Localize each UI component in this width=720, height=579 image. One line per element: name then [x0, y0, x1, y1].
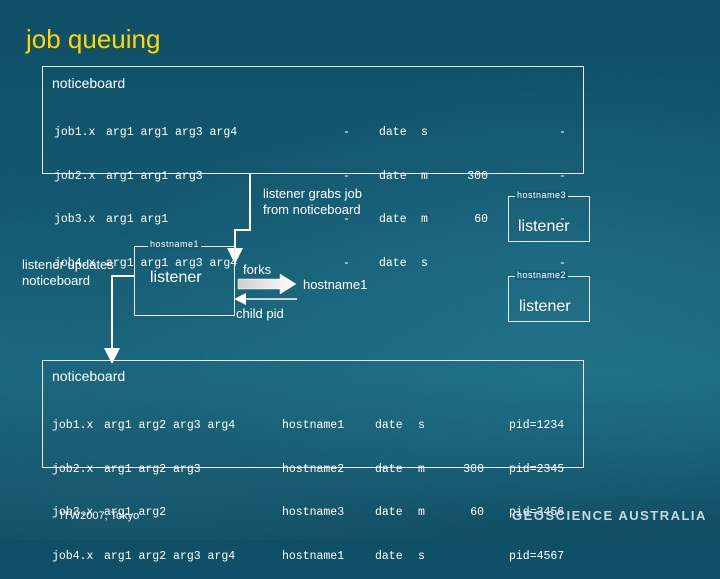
bottom-num	[446, 550, 484, 565]
forks-label: forks	[243, 262, 272, 277]
top-unit: m	[421, 213, 428, 226]
top-unit: m	[421, 169, 428, 183]
bottom-units-column: s m m s	[418, 390, 432, 579]
top-nums-column: 300 60	[450, 97, 488, 286]
listener-label: listener	[150, 269, 202, 286]
top-hosts-column: - - - -	[343, 97, 357, 286]
bottom-args: arg1 arg2 arg3	[104, 462, 201, 476]
top-date: date	[379, 213, 407, 226]
bottom-unit: s	[418, 419, 425, 432]
noticeboard-top-label: noticeboard	[52, 75, 126, 91]
bottom-pid: pid=1234	[509, 419, 565, 432]
bottom-num: 300	[463, 462, 484, 476]
top-args: arg1 arg1	[106, 213, 169, 226]
bottom-host: hostname2	[282, 462, 345, 476]
bottom-unit: m	[418, 462, 425, 476]
bottom-pids-column: pid=1234 pid=2345 pid=3456 pid=4567	[509, 390, 564, 579]
top-args: arg1 arg1 arg3	[106, 169, 203, 183]
top-date: date	[379, 256, 407, 270]
update-line	[104, 275, 134, 364]
top-dates-column: date date date date	[379, 97, 407, 286]
bottom-host: hostname1	[282, 419, 345, 432]
top-date: date	[379, 126, 407, 139]
bottom-date: date	[375, 462, 403, 476]
top-host: -	[343, 126, 350, 139]
bottom-num: 60	[470, 506, 484, 519]
bottom-dates-column: date date date date	[375, 390, 403, 579]
bottom-nums-column: 300 60	[446, 390, 484, 579]
top-pid: -	[559, 256, 566, 270]
bottom-date: date	[375, 419, 403, 432]
bottom-unit: m	[418, 506, 425, 519]
hostname1-text: hostname1	[303, 277, 368, 292]
top-job: job2.x	[54, 169, 96, 183]
connector-lines	[104, 174, 297, 364]
footer-logo: GEOSCIENCE AUSTRALIA	[512, 508, 707, 523]
bottom-args: arg1 arg2	[104, 506, 167, 519]
top-pid: -	[559, 126, 566, 139]
bottom-host: hostname1	[282, 549, 345, 563]
top-num: 60	[474, 213, 488, 226]
bottom-unit: s	[418, 549, 425, 563]
bottom-num	[446, 419, 484, 434]
footer-event: ITW2007, Tokyo	[60, 510, 140, 522]
bottom-hosts-column: hostname1 hostname2 hostname3 hostname1	[282, 390, 344, 579]
top-job: job4.x	[54, 256, 96, 270]
child-pid-label: child pid	[236, 306, 284, 321]
top-pid: -	[559, 213, 566, 226]
top-args-column: arg1 arg1 arg3 arg4 arg1 arg1 arg3 arg1 …	[106, 97, 237, 286]
listener-label: listener	[519, 298, 571, 315]
noticeboard-top	[42, 66, 584, 174]
bottom-job: job2.x	[52, 462, 94, 476]
top-unit: s	[421, 126, 428, 139]
bottom-args-column: arg1 arg2 arg3 arg4 arg1 arg2 arg3 arg1 …	[104, 390, 235, 579]
top-job: job1.x	[54, 126, 96, 139]
top-num: 300	[467, 169, 488, 183]
top-host: -	[343, 213, 350, 226]
top-date: date	[379, 169, 407, 183]
bottom-job: job1.x	[52, 419, 94, 432]
noticeboard-bottom	[42, 360, 584, 468]
bottom-date: date	[375, 549, 403, 563]
top-job: job3.x	[54, 213, 96, 226]
page-title: job queuing	[26, 24, 161, 54]
top-host: -	[343, 169, 350, 183]
forks-arrow	[237, 273, 297, 295]
bottom-host: hostname3	[282, 506, 345, 519]
updates-label: listener updates noticeboard	[22, 257, 114, 288]
top-jobs-column: job1.x job2.x job3.x job4.x	[54, 97, 95, 286]
top-units-column: s m m s	[421, 97, 435, 286]
top-unit: s	[421, 256, 428, 270]
bottom-pid: pid=2345	[509, 462, 565, 476]
grabs-label: listener grabs job from noticeboard	[263, 186, 362, 217]
bottom-job: job4.x	[52, 549, 94, 563]
bottom-args: arg1 arg2 arg3 arg4	[104, 549, 236, 563]
bottom-args: arg1 arg2 arg3 arg4	[104, 419, 236, 432]
bottom-pid: pid=4567	[509, 549, 565, 563]
top-pids-column: - - - -	[559, 97, 573, 286]
noticeboard-bottom-label: noticeboard	[52, 368, 126, 384]
bottom-jobs-column: job1.x job2.x job3.x job4.x	[52, 390, 93, 579]
bottom-date: date	[375, 506, 403, 519]
listener-label: listener	[518, 218, 570, 235]
listener-host-label: hostname1	[148, 239, 202, 249]
bottom-job: job3.x	[52, 506, 94, 519]
top-pid: -	[559, 169, 566, 183]
top-args: arg1 arg1 arg3 arg4	[106, 126, 238, 139]
listener-host-label: hostname3	[515, 190, 569, 200]
bottom-pid: pid=3456	[509, 506, 565, 519]
listener-host-label: hostname2	[515, 270, 569, 280]
grab-line	[227, 174, 251, 264]
top-host: -	[343, 256, 350, 270]
